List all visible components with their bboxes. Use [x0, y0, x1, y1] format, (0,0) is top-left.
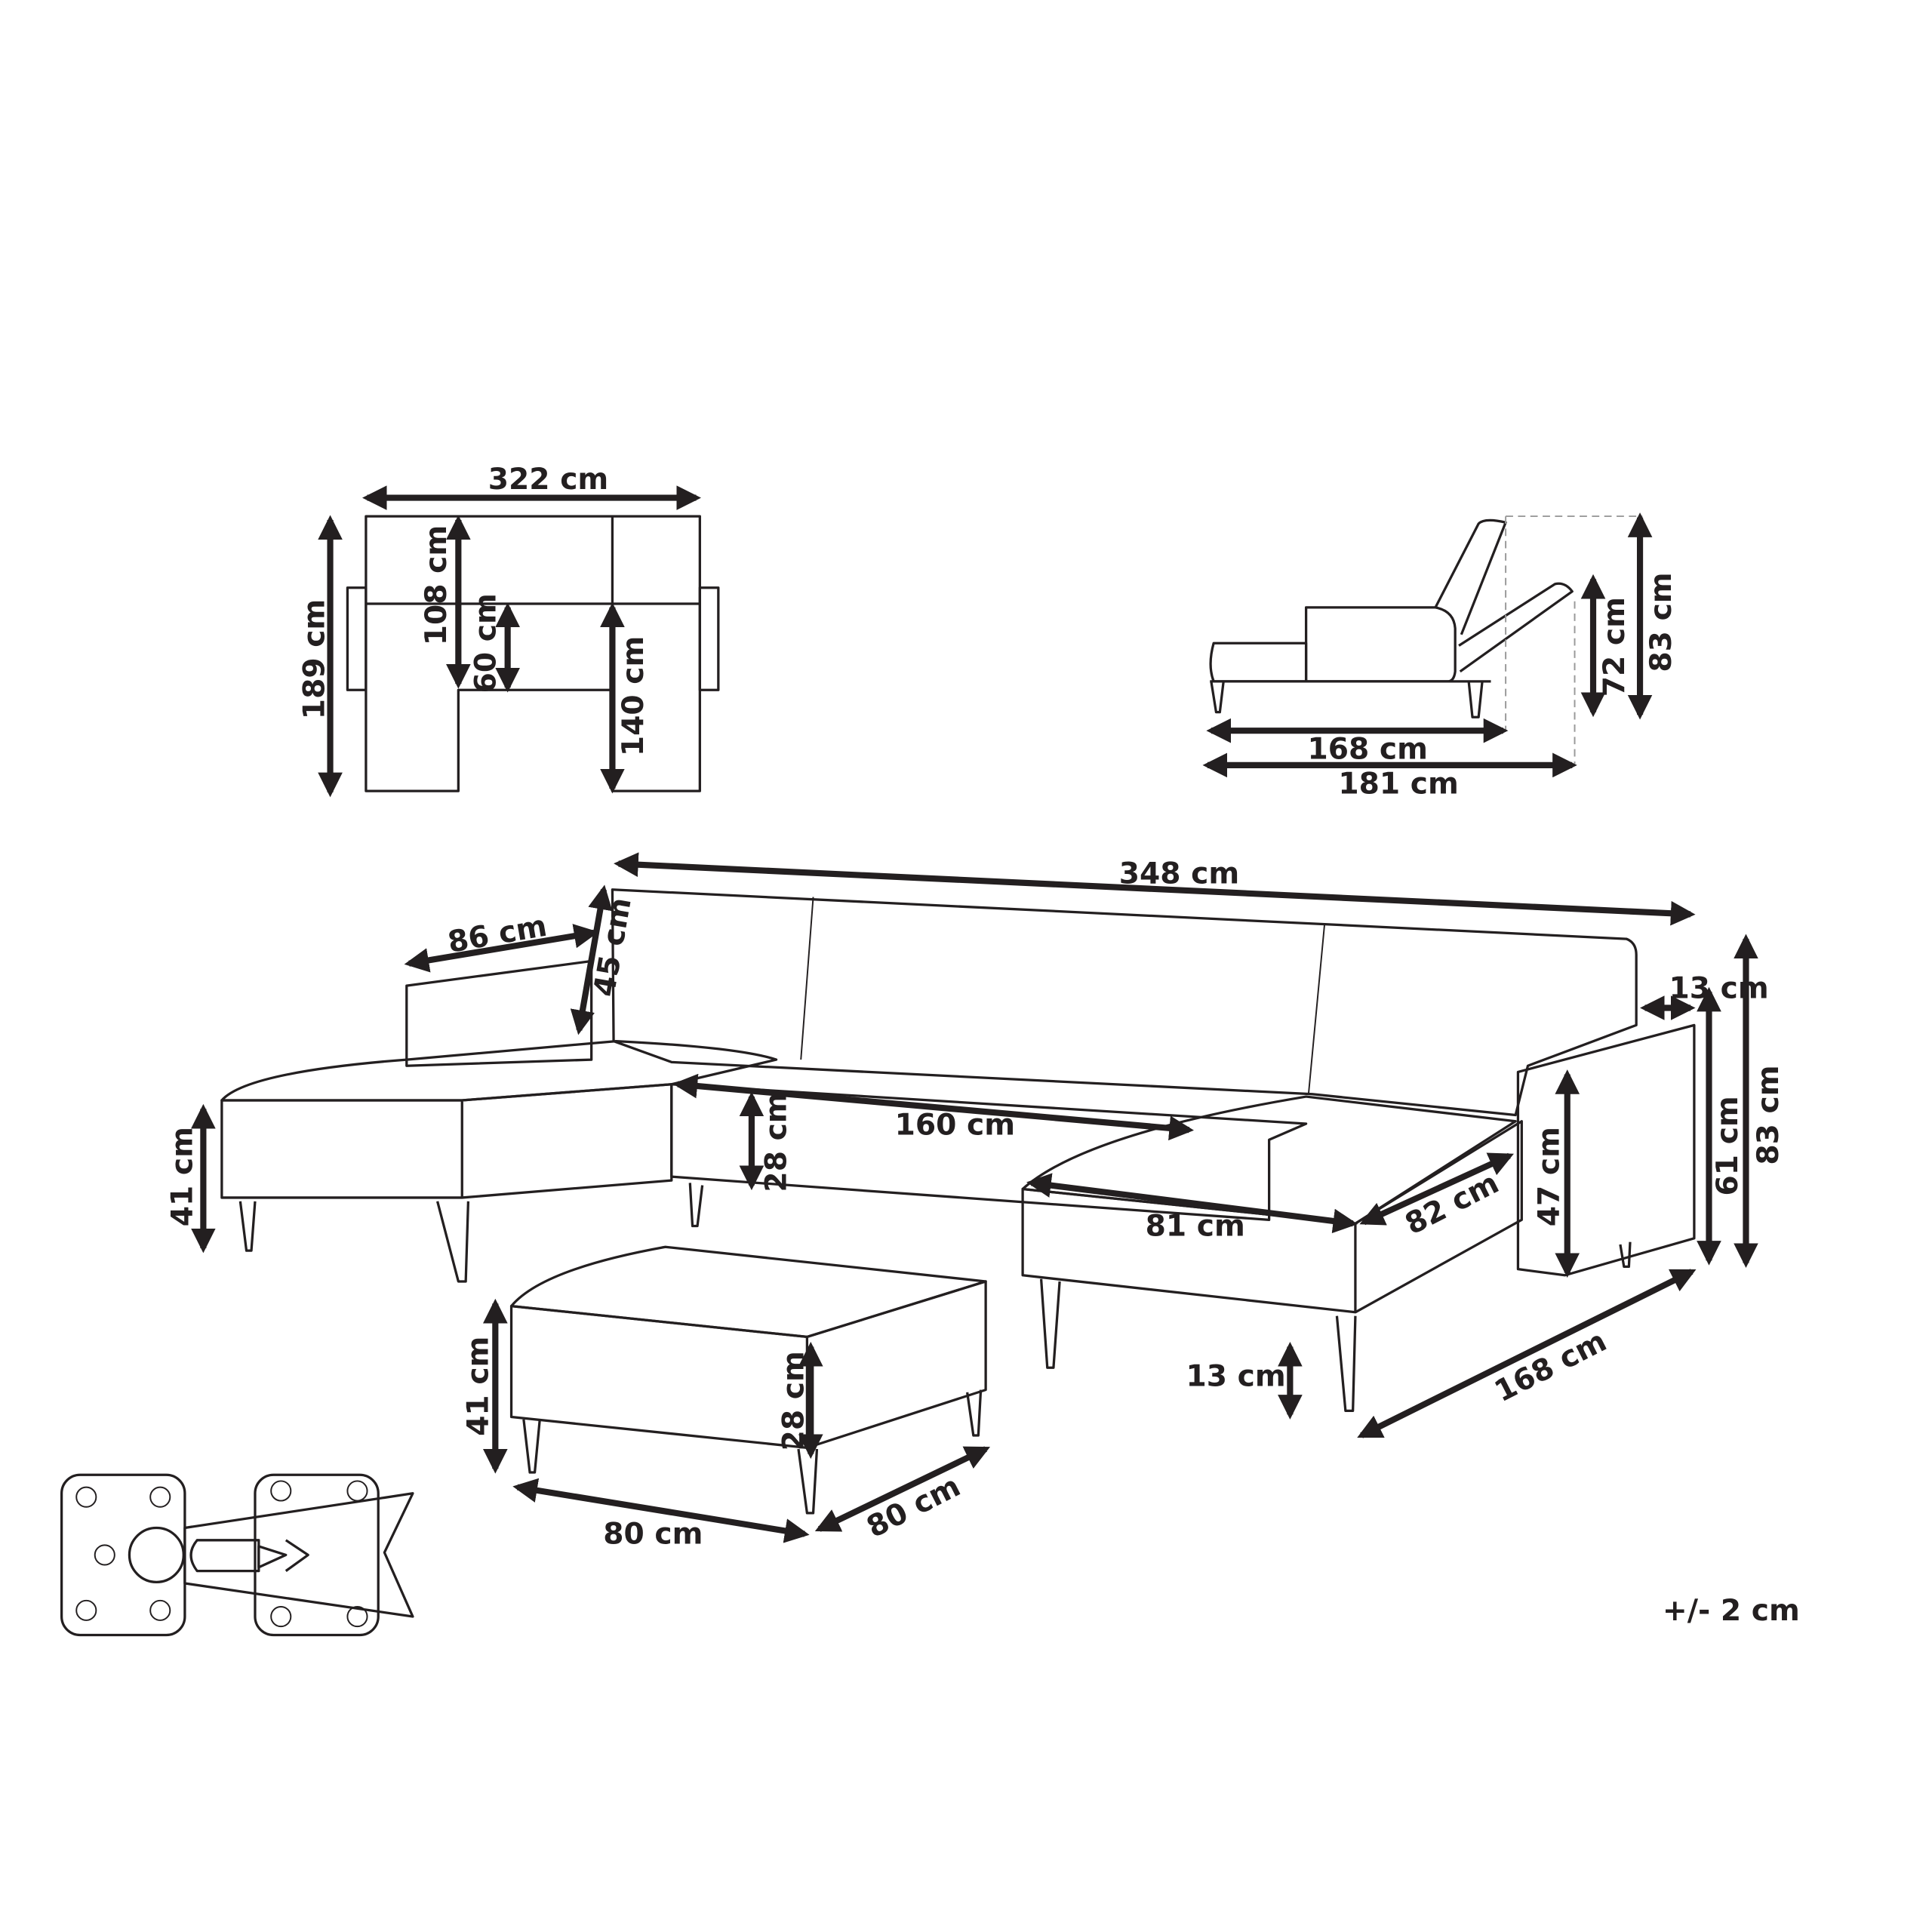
ottoman-height-label: 41 cm	[462, 1337, 496, 1436]
side-height-72-label: 72 cm	[1598, 597, 1632, 697]
total-width-label: 348 cm	[1119, 857, 1239, 891]
plan-view: 322 cm 189 cm 108 cm 60 cm 140 cm	[297, 463, 720, 798]
sofa-perspective	[220, 888, 1696, 1413]
armrest-width-label: 13 cm	[1669, 971, 1768, 1005]
plan-width-label: 322 cm	[488, 463, 608, 497]
side-reclined-depth-label: 181 cm	[1338, 767, 1458, 801]
leg-height-label: 13 cm	[1186, 1360, 1285, 1394]
arm-height-label: 61 cm	[1711, 1096, 1745, 1195]
total-height-label: 83 cm	[1752, 1065, 1786, 1164]
plan-right-arm	[698, 586, 720, 691]
ottoman-width-label: 80 cm	[603, 1518, 703, 1552]
seat-width-label: 160 cm	[895, 1109, 1015, 1143]
chaise-left-width-label: 86 cm	[445, 909, 549, 960]
plan-depth-label: 189 cm	[297, 599, 331, 719]
main-dimensions: 348 cm 86 cm 45 cm 13 cm 83 cm 61 cm 47 …	[166, 852, 1786, 1438]
hinge-connector-icon	[60, 1473, 414, 1637]
chaise-length-label: 168 cm	[1489, 1324, 1612, 1409]
arm-inner-height-label: 47 cm	[1532, 1127, 1566, 1226]
back-height-label: 45 cm	[588, 895, 638, 999]
ottoman: 41 cm 28 cm 80 cm 80 cm	[462, 1245, 991, 1552]
side-view: 168 cm 181 cm 72 cm 83 cm	[1202, 512, 1678, 801]
chaise-width-label: 81 cm	[1146, 1210, 1245, 1244]
ottoman-cushion-label: 28 cm	[777, 1351, 811, 1451]
plan-left-arm	[346, 586, 368, 691]
left-chaise-top	[220, 1039, 778, 1102]
tolerance-note: +/- 2 cm	[1663, 1594, 1800, 1628]
plan-gap-label: 60 cm	[469, 593, 503, 693]
side-depth-label: 168 cm	[1308, 733, 1428, 767]
side-height-83-label: 83 cm	[1644, 572, 1678, 672]
seat-height-label: 41 cm	[166, 1127, 200, 1226]
chaise-depth-label: 82 cm	[1400, 1166, 1504, 1241]
left-arm	[405, 959, 593, 1067]
sofa-back	[611, 888, 1638, 1117]
seat-thickness-label: 28 cm	[760, 1092, 794, 1192]
plan-back-depth-label: 108 cm	[420, 525, 454, 645]
plan-chaise-label: 140 cm	[617, 636, 651, 756]
